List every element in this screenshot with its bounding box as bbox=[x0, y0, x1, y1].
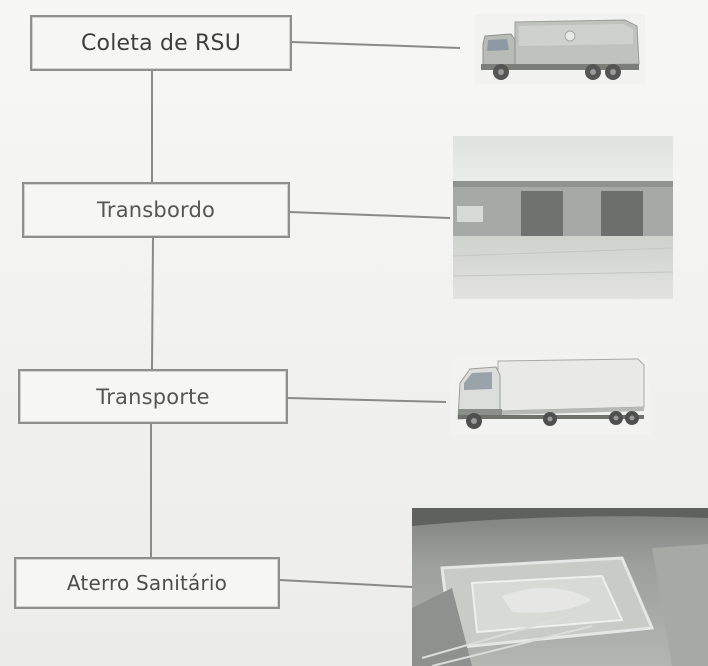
semi-truck-photo bbox=[450, 355, 650, 435]
step-box-aterro: Aterro Sanitário bbox=[14, 557, 280, 609]
step-box-transporte: Transporte bbox=[18, 369, 288, 424]
step-label-aterro: Aterro Sanitário bbox=[66, 571, 228, 595]
garbage-truck-photo bbox=[475, 14, 645, 84]
step-label-transbordo: Transbordo bbox=[96, 198, 216, 222]
connector-horizontal-2 bbox=[289, 211, 451, 219]
connector-horizontal-1 bbox=[291, 41, 461, 49]
connector-vertical-2 bbox=[151, 237, 154, 370]
step-box-transbordo: Transbordo bbox=[22, 182, 290, 238]
step-label-transporte: Transporte bbox=[96, 384, 210, 409]
transfer-station-photo bbox=[453, 136, 673, 299]
connector-horizontal-4 bbox=[279, 579, 413, 588]
landfill-aerial-photo bbox=[412, 508, 708, 666]
step-box-coleta: Coleta de RSU bbox=[30, 15, 292, 71]
step-label-coleta: Coleta de RSU bbox=[80, 30, 242, 56]
connector-horizontal-3 bbox=[287, 397, 447, 403]
